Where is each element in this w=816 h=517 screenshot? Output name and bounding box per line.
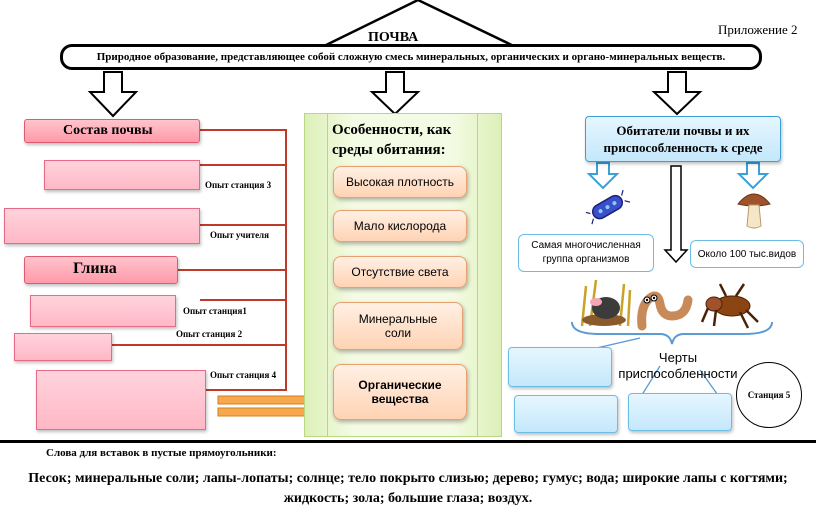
- adapt-empty-box-1[interactable]: [508, 347, 612, 387]
- page-title: ПОЧВА: [368, 30, 419, 45]
- arrow-long-icon: [663, 165, 689, 264]
- adapt-empty-box-2[interactable]: [514, 395, 618, 433]
- habitat-item-oxygen: Мало кислорода: [333, 210, 467, 242]
- clay-box: Глина: [24, 256, 178, 284]
- footer-divider: [0, 440, 816, 443]
- connector-lines: [112, 129, 287, 391]
- arrow-blue-right-icon: [736, 162, 770, 190]
- label-station-4: Опыт станция 4: [210, 370, 277, 380]
- definition-bar: Природное образование, представляющее со…: [60, 44, 762, 70]
- mushroom-icon: [737, 193, 771, 229]
- mole-cricket-icon: [700, 283, 759, 329]
- empty-box-2[interactable]: [4, 208, 200, 244]
- brace: [571, 321, 773, 345]
- arrow-middle-icon: [369, 71, 421, 116]
- station-5-circle: Станция 5: [736, 362, 802, 428]
- empty-box-4[interactable]: [14, 333, 112, 361]
- fungi-caption-box: Около 100 тыс.видов: [690, 240, 804, 268]
- arrow-blue-left-icon: [586, 162, 620, 190]
- label-station-3: Опыт станция 3: [205, 180, 272, 190]
- adapt-empty-box-3[interactable]: [628, 393, 732, 431]
- mole-icon: [580, 279, 632, 327]
- habitat-item-minerals: Минеральные соли: [333, 302, 463, 350]
- footer-words: Песок; минеральные соли; лапы-лопаты; со…: [28, 471, 788, 506]
- empty-box-5[interactable]: [36, 370, 206, 430]
- adaptation-label: Черты приспособленности: [618, 350, 738, 381]
- worm-icon: [637, 291, 693, 331]
- inhabitants-header: Обитатели почвы и их приспособленность к…: [585, 116, 781, 162]
- empty-box-1[interactable]: [44, 160, 200, 190]
- habitat-item-organics: Органические вещества: [333, 364, 467, 420]
- bacteria-caption-box: Самая многочисленная группа организмов: [518, 234, 654, 272]
- habitat-header: Особенности, как среды обитания:: [332, 122, 452, 158]
- habitat-item-density: Высокая плотность: [333, 166, 467, 198]
- bacteria-icon: [586, 190, 630, 225]
- empty-box-3[interactable]: [30, 295, 176, 327]
- footer-intro: Слова для вставок в пустые прямоугольник…: [46, 447, 277, 459]
- label-teacher: Опыт учителя: [210, 230, 269, 240]
- label-station-1: Опыт станция1: [183, 306, 247, 316]
- appendix-label: Приложение 2: [718, 22, 798, 37]
- label-station-2: Опыт станция 2: [176, 329, 243, 339]
- arrow-left-icon: [87, 71, 139, 118]
- habitat-item-light: Отсутствие света: [333, 256, 467, 288]
- definition-text: Природное образование, представляющее со…: [96, 51, 726, 63]
- arrow-right-icon: [651, 71, 703, 116]
- soil-composition-header: Состав почвы: [24, 119, 200, 143]
